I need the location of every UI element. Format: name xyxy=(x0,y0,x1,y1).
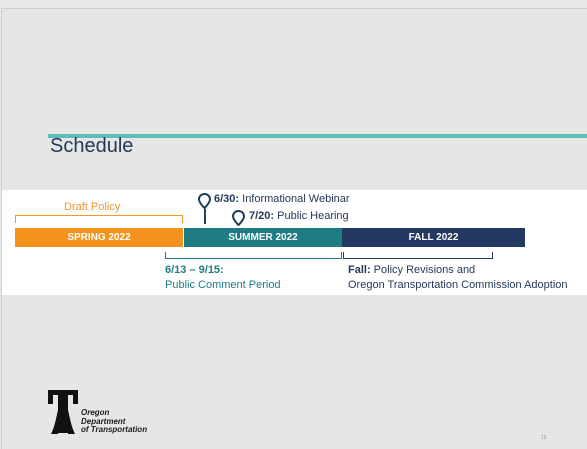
webinar-marker-line xyxy=(204,209,206,224)
comment-period-dates: 6/13 – 9/15: xyxy=(165,264,224,276)
odot-wordmark: Oregon Department of Transportation xyxy=(81,408,148,435)
fall-2022-segment: FALL 2022 xyxy=(342,228,525,247)
logo-line-3: of Transportation xyxy=(81,425,148,434)
webinar-marker-label: 6/30: Informational Webinar xyxy=(214,193,350,205)
logo-line-2: Department xyxy=(81,416,126,426)
slide: Schedule Draft Policy 6/30: Informationa… xyxy=(1,8,587,449)
fall-prefix: Fall: xyxy=(348,264,371,276)
page-number: 15 xyxy=(541,435,547,441)
comment-period-label: 6/13 – 9/15: Public Comment Period xyxy=(165,263,281,293)
webinar-date: 6/30: xyxy=(214,193,240,205)
location-pin-icon xyxy=(232,210,245,226)
draft-policy-bracket xyxy=(15,215,183,223)
title-rule xyxy=(48,134,587,138)
draft-policy-label: Draft Policy xyxy=(64,201,121,213)
fall-description: Fall: Policy Revisions and Oregon Transp… xyxy=(348,263,568,293)
fall-bracket xyxy=(343,252,493,259)
slide-title: Schedule xyxy=(50,135,134,157)
odot-logo-icon xyxy=(48,390,78,434)
summer-2022-segment: SUMMER 2022 xyxy=(184,228,342,247)
fall-line2: Oregon Transportation Commission Adoptio… xyxy=(348,279,568,291)
comment-period-text: Public Comment Period xyxy=(165,279,281,291)
hearing-text: Public Hearing xyxy=(274,210,349,222)
hearing-date: 7/20: xyxy=(249,210,275,222)
spring-2022-segment: SPRING 2022 xyxy=(15,228,183,247)
location-pin-icon xyxy=(198,193,211,209)
fall-line1: Policy Revisions and xyxy=(370,264,476,276)
hearing-marker-label: 7/20: Public Hearing xyxy=(249,210,349,222)
webinar-text: Informational Webinar xyxy=(239,193,350,205)
logo-line-1: Oregon xyxy=(81,408,110,417)
comment-period-bracket xyxy=(165,252,342,259)
